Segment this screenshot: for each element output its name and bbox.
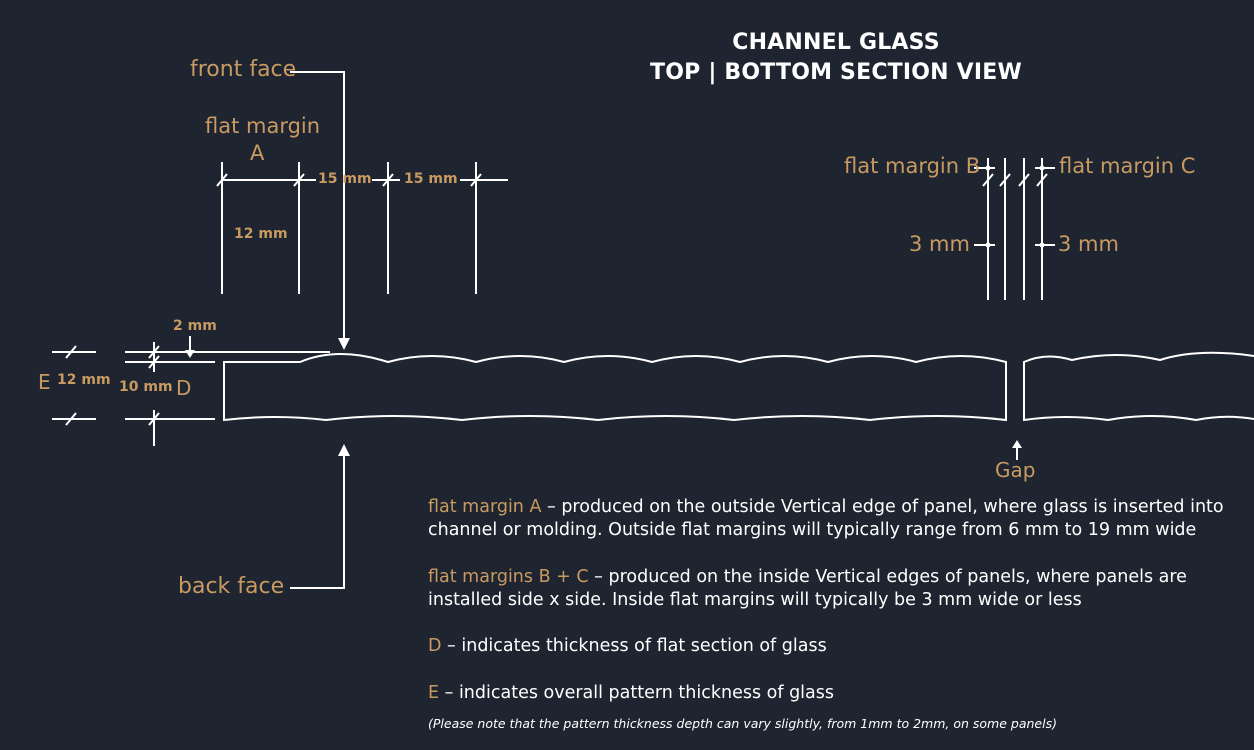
flat-margin-b-label: flat margin B: [844, 154, 981, 178]
dim-15mm-right: 15 mm: [404, 171, 458, 187]
label-e: E: [38, 370, 51, 394]
dim-12mm-margin: 12 mm: [234, 226, 288, 242]
front-face-arrowhead: [338, 338, 350, 350]
pattern-thickness-note: (Please note that the pattern thickness …: [428, 716, 1057, 731]
glass-panel-left: [223, 353, 1007, 422]
dim-3mm-left: 3 mm: [909, 232, 970, 256]
title-line-1: CHANNEL GLASS: [732, 30, 940, 55]
description-flat-margins-b-c: flat margins B + C – produced on the ins…: [428, 567, 1187, 610]
dim-15mm-left: 15 mm: [318, 171, 372, 187]
flat-margin-a-label: flat margin: [205, 114, 321, 138]
dim-3mm-right: 3 mm: [1058, 232, 1119, 256]
title-line-2: TOP | BOTTOM SECTION VIEW: [650, 60, 1022, 85]
glass-panel-right: [1023, 351, 1254, 422]
dim-2mm: 2 mm: [173, 318, 217, 334]
label-d: D: [176, 376, 192, 400]
dim-12mm-e: 12 mm: [57, 372, 111, 388]
front-face-leader: [290, 71, 345, 345]
dim-10mm-d: 10 mm: [119, 379, 173, 395]
description-e: E – indicates overall pattern thickness …: [428, 683, 835, 703]
margin-a-ticks: [216, 173, 482, 187]
flat-margin-a-letter: A: [250, 141, 265, 165]
back-face-arrowhead: [338, 444, 350, 456]
flat-margin-c-label: flat margin C: [1059, 154, 1196, 178]
front-face-label: front face: [190, 57, 297, 82]
back-face-label: back face: [178, 574, 285, 599]
description-d: D – indicates thickness of flat section …: [428, 636, 827, 656]
back-face-leader: [290, 452, 345, 589]
gap-label: Gap: [995, 458, 1036, 482]
description-flat-margin-a: flat margin A – produced on the outside …: [428, 497, 1224, 540]
